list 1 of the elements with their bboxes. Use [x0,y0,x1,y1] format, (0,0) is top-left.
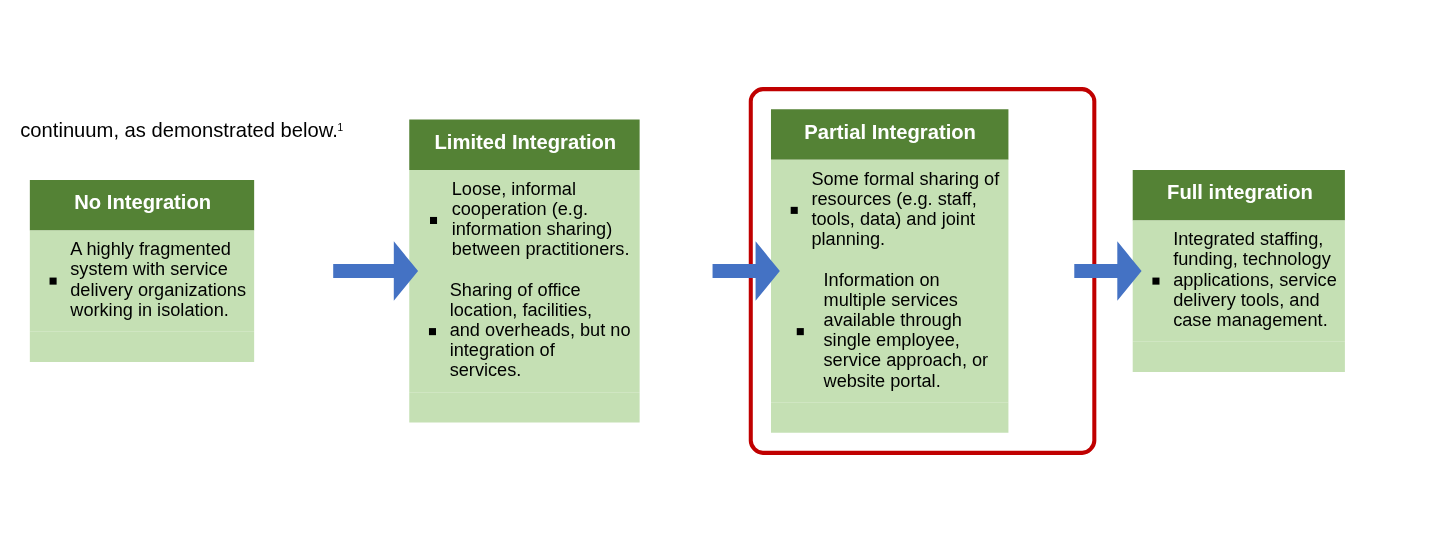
label: continuum, as demonstrated below.$^{1}$ [20,118,344,141]
